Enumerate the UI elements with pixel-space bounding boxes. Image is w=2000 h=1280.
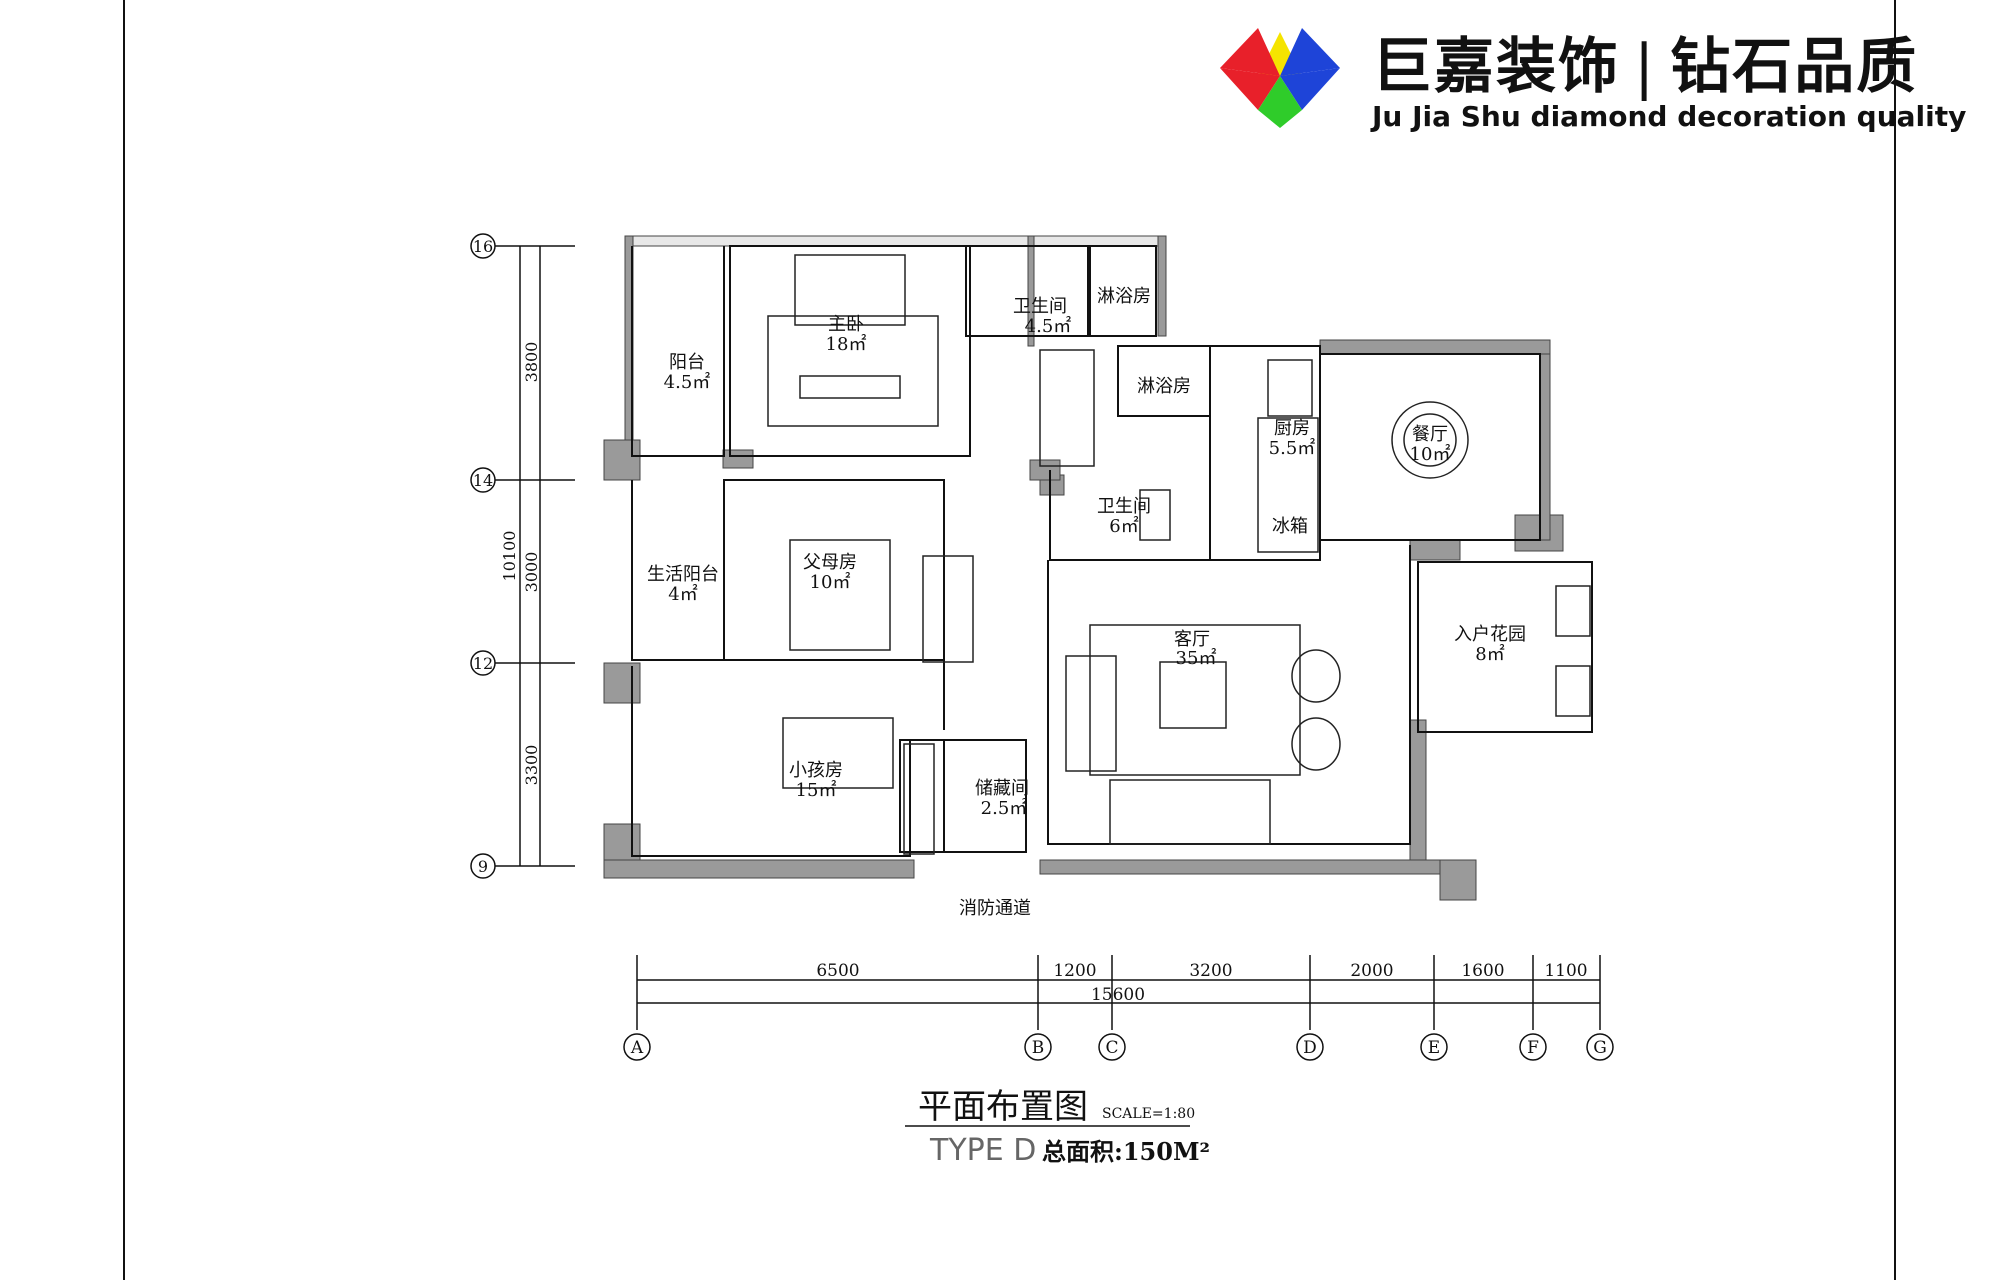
room-bath2-name: 卫生间 (1097, 496, 1151, 517)
axis-label-g: G (1593, 1038, 1607, 1058)
axis-label-9: 9 (478, 857, 488, 876)
axis-label-f: F (1527, 1038, 1539, 1058)
room-bath1-area: 4.5㎡ (1025, 315, 1072, 337)
room-living-area: 35㎡ (1176, 647, 1217, 669)
room-balcony-area: 4.5㎡ (664, 371, 711, 393)
dim-bottom-seg-4: 2000 (1350, 961, 1393, 981)
room-parents-room-name: 父母房 (803, 552, 857, 573)
axis-label-d: D (1303, 1038, 1317, 1058)
axis-label-e: E (1428, 1038, 1440, 1058)
room-shower1-name: 淋浴房 (1097, 286, 1151, 307)
room-balcony-name: 阳台 (669, 352, 705, 373)
plan-title-block: 平面布置图 SCALE=1:80 TYPE D 总面积:150M² (905, 1087, 1210, 1168)
room-utility-balcony-name: 生活阳台 (647, 564, 719, 585)
room-labels: 主卧 18㎡ 阳台 4.5㎡ 卫生间 4.5㎡ 淋浴房 淋浴房 厨房 5.5㎡ … (647, 286, 1526, 919)
dim-bottom-seg-5: 1600 (1461, 961, 1504, 981)
plan-walls (603, 235, 1564, 901)
plan-outline (631, 245, 1593, 857)
room-kids-room-area: 15㎡ (796, 779, 837, 801)
room-parents-room-area: 10㎡ (810, 571, 851, 593)
bottom-dimensions (623, 955, 1614, 1061)
room-fridge-name: 冰箱 (1272, 516, 1308, 537)
room-storage-name: 储藏间 (975, 778, 1029, 799)
axis-label-16: 16 (473, 237, 493, 256)
dim-bottom-total: 15600 (1091, 985, 1145, 1005)
diamond-logo-icon (1220, 28, 1340, 128)
axis-label-b: B (1032, 1038, 1045, 1058)
dim-bottom-seg-3: 3200 (1189, 961, 1232, 981)
frame-line-left (123, 0, 125, 1280)
dim-bottom-seg-1: 6500 (816, 961, 859, 981)
room-fire-exit-name: 消防通道 (959, 898, 1031, 919)
dim-left-seg-1: 3800 (522, 342, 541, 383)
left-dimension-labels: 16 14 12 9 3800 3000 3300 10100 (473, 237, 541, 876)
dim-bottom-seg-6: 1100 (1544, 961, 1587, 981)
dim-bottom-seg-2: 1200 (1053, 961, 1096, 981)
room-bath1-name: 卫生间 (1013, 296, 1067, 317)
dim-left-seg-3: 3300 (522, 745, 541, 786)
room-kitchen-name: 厨房 (1274, 418, 1310, 439)
frame-line-right (1894, 0, 1896, 1280)
axis-label-14: 14 (473, 471, 493, 490)
room-shower2-name: 淋浴房 (1137, 376, 1191, 397)
room-dining-area: 10㎡ (1410, 443, 1451, 465)
left-dimensions (470, 233, 575, 879)
axis-label-c: C (1105, 1038, 1118, 1058)
brand-name: 巨嘉装饰|钻石品质 (1372, 18, 1918, 105)
dim-left-total: 10100 (500, 531, 519, 582)
brand-tagline-en: Ju Jia Shu diamond decoration quality (1372, 100, 1967, 133)
room-kids-room-name: 小孩房 (789, 760, 843, 781)
room-bath2-area: 6㎡ (1109, 515, 1138, 537)
room-utility-balcony-area: 4㎡ (668, 583, 697, 605)
brand-name-cn: 巨嘉装饰 (1372, 32, 1620, 102)
room-master-bedroom-name: 主卧 (828, 314, 864, 335)
bottom-dimension-labels: 6500 1200 3200 2000 1600 1100 15600 A B … (630, 961, 1607, 1058)
room-dining-name: 餐厅 (1412, 424, 1448, 445)
plan-type: TYPE D (929, 1133, 1036, 1168)
axis-label-a: A (630, 1038, 644, 1058)
plan-scale: SCALE=1:80 (1102, 1106, 1195, 1122)
plan-total-area: 总面积:150M² (1042, 1137, 1210, 1166)
room-entry-garden-area: 8㎡ (1475, 643, 1504, 665)
axis-label-12: 12 (473, 654, 493, 673)
room-master-bedroom-area: 18㎡ (826, 333, 867, 355)
brand-tagline-cn: 钻石品质 (1670, 32, 1919, 102)
brand-logo (1220, 28, 1340, 128)
brand-separator: | (1634, 32, 1657, 102)
room-kitchen-area: 5.5㎡ (1269, 437, 1316, 459)
plan-title: 平面布置图 (918, 1087, 1088, 1127)
room-living-name: 客厅 (1174, 629, 1210, 650)
dim-left-seg-2: 3000 (522, 552, 541, 593)
plan-furniture (767, 254, 1591, 855)
room-storage-area: 2.5㎡ (981, 797, 1028, 819)
room-entry-garden-name: 入户花园 (1454, 624, 1526, 645)
